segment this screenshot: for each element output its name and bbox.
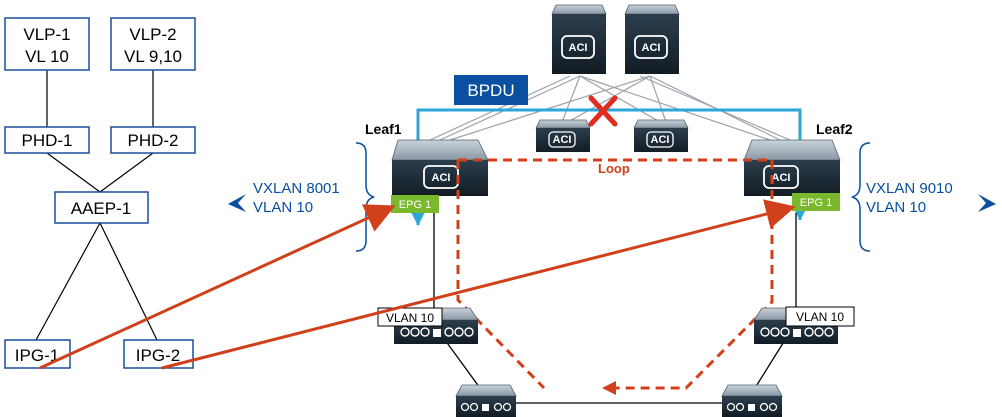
right-encap-arrow-icon bbox=[978, 194, 996, 212]
vlp1-vlan: VL 10 bbox=[25, 47, 69, 66]
leaf1-label: Leaf1 bbox=[365, 121, 402, 137]
bottom-switch-left bbox=[455, 384, 517, 417]
right-vxlan: VXLAN 9010 bbox=[866, 180, 953, 197]
aci-label: ACI bbox=[432, 172, 451, 184]
ipg1-box: IPG-1 bbox=[4, 339, 71, 369]
leaf2-switch: ACI bbox=[743, 139, 841, 196]
phd2-box: PHD-2 bbox=[110, 126, 196, 154]
svg-text:EPG 1: EPG 1 bbox=[399, 199, 431, 211]
svg-text:VLAN 10: VLAN 10 bbox=[386, 311, 434, 325]
aci-label: ACI bbox=[569, 42, 588, 54]
left-encap-arrow-icon bbox=[228, 194, 246, 212]
bottom-switch-right bbox=[721, 384, 783, 417]
bpdu-label: BPDU bbox=[454, 75, 528, 105]
left-vxlan: VXLAN 8001 bbox=[253, 180, 340, 197]
svg-text:IPG-1: IPG-1 bbox=[15, 346, 59, 365]
svg-text:VLAN 10: VLAN 10 bbox=[796, 310, 844, 324]
access-links bbox=[433, 213, 797, 404]
leaf1-switch: ACI bbox=[391, 139, 489, 196]
vlp1-name: VLP-1 bbox=[23, 25, 70, 44]
vlp2-box: VLP-2 VL 9,10 bbox=[110, 17, 196, 71]
phd1-box: PHD-1 bbox=[4, 126, 90, 154]
aci-label: ACI bbox=[642, 42, 661, 54]
loop-path bbox=[456, 158, 774, 390]
leaf2-epg: EPG 1 bbox=[792, 193, 840, 211]
spine-switch-1: ACI bbox=[551, 4, 607, 74]
svg-text:PHD-2: PHD-2 bbox=[127, 131, 178, 150]
vlp1-box: VLP-1 VL 10 bbox=[4, 17, 90, 71]
left-vlan-tag: VLAN 10 bbox=[377, 307, 443, 327]
svg-text:PHD-1: PHD-1 bbox=[21, 131, 72, 150]
spine-switch-2: ACI bbox=[624, 4, 680, 74]
right-vlan: VLAN 10 bbox=[866, 199, 926, 216]
left-vlan: VLAN 10 bbox=[253, 199, 313, 216]
aci-label: ACI bbox=[553, 134, 572, 146]
right-vlan-tag: VLAN 10 bbox=[785, 306, 855, 327]
middle-leaf-1: ACI bbox=[535, 119, 591, 152]
blocked-x-icon bbox=[588, 95, 618, 127]
vlp2-name: VLP-2 bbox=[129, 25, 176, 44]
aaep-box: AAEP-1 bbox=[54, 191, 149, 224]
loop-arrowhead bbox=[602, 381, 616, 395]
fabric-links bbox=[429, 75, 791, 141]
svg-text:AAEP-1: AAEP-1 bbox=[71, 199, 131, 218]
left-bracket bbox=[355, 142, 375, 252]
loop-label: Loop bbox=[598, 161, 630, 176]
svg-text:IPG-2: IPG-2 bbox=[136, 346, 180, 365]
right-bracket bbox=[851, 142, 871, 252]
svg-text:BPDU: BPDU bbox=[467, 81, 514, 100]
ipg-mapping-arrows bbox=[39, 199, 796, 370]
middle-leaf-2: ACI bbox=[633, 119, 689, 152]
svg-text:EPG 1: EPG 1 bbox=[800, 197, 832, 209]
aci-label: ACI bbox=[772, 172, 791, 184]
leaf1-epg: EPG 1 bbox=[391, 195, 439, 213]
leaf2-label: Leaf2 bbox=[816, 121, 853, 137]
aci-label: ACI bbox=[651, 134, 670, 146]
vlp2-vlan: VL 9,10 bbox=[124, 47, 182, 66]
